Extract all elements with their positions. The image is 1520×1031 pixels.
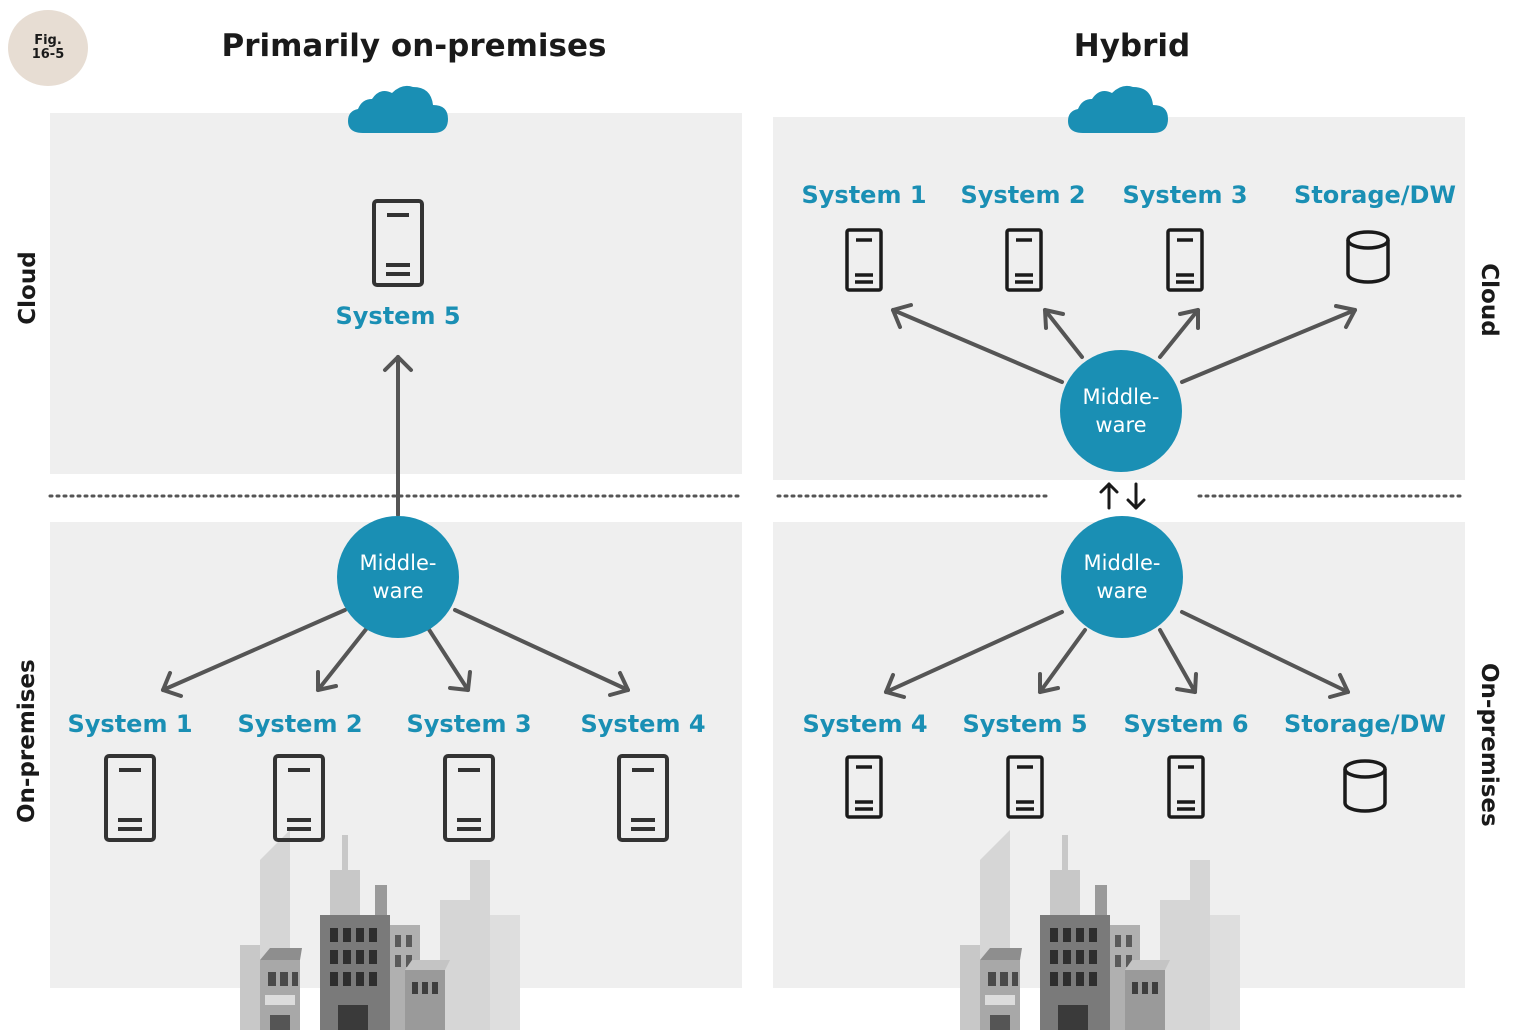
right-onprem-middleware-node: Middle- ware xyxy=(1061,516,1183,638)
bidirectional-arrows xyxy=(1099,482,1146,510)
right-onprem-server-icon-6 xyxy=(1167,755,1205,819)
figure-badge: Fig. 16-5 xyxy=(8,10,88,86)
right-onprem-system-label-5: System 5 xyxy=(962,710,1088,738)
right-onprem-middleware-line2: ware xyxy=(1096,579,1148,603)
right-cloud-middleware-node: Middle- ware xyxy=(1060,350,1182,472)
right-onprem-system-label-6: System 6 xyxy=(1123,710,1249,738)
left-system-label-3: System 3 xyxy=(406,710,532,738)
left-arrow-to-system3 xyxy=(426,626,470,692)
right-zone-onprem-label: On-premises xyxy=(1476,663,1502,827)
right-arrow-to-cloud-system2 xyxy=(1043,308,1084,359)
left-system-label-4: System 4 xyxy=(580,710,706,738)
left-system-label-1: System 1 xyxy=(67,710,193,738)
left-zone-cloud-label: Cloud xyxy=(15,251,41,325)
right-city-buildings-icon xyxy=(960,830,1240,1030)
left-zone-onprem-label: On-premises xyxy=(14,659,40,823)
right-arrow-to-cloud-storage xyxy=(1180,308,1357,384)
right-cloud-system-label-1: System 1 xyxy=(801,181,927,209)
right-cloud-middleware-line1: Middle- xyxy=(1082,384,1160,409)
right-onprem-server-icon-5 xyxy=(1006,755,1044,819)
right-arrow-to-onprem-system4 xyxy=(884,610,1064,694)
right-cloud-database-icon xyxy=(1346,230,1390,284)
left-cloud-icon xyxy=(348,85,448,133)
right-onprem-server-icon-4 xyxy=(845,755,883,819)
left-cloud-server-icon xyxy=(372,199,424,287)
right-title: Hybrid xyxy=(1073,28,1191,64)
right-cloud-icon xyxy=(1068,85,1168,133)
right-onprem-system-label-4: System 4 xyxy=(802,710,928,738)
right-onprem-storage-label: Storage/DW xyxy=(1284,710,1446,738)
right-arrow-to-cloud-system1 xyxy=(891,308,1064,384)
left-middleware-line2: ware xyxy=(372,579,424,603)
right-cloud-system-label-3: System 3 xyxy=(1122,181,1248,209)
right-arrow-to-cloud-system3 xyxy=(1158,308,1200,359)
right-arrow-to-onprem-storage xyxy=(1180,610,1350,694)
left-title: Primarily on-premises xyxy=(221,28,607,64)
left-server-icon-3 xyxy=(443,754,495,842)
left-server-icon-2 xyxy=(273,754,325,842)
left-system-label-2: System 2 xyxy=(237,710,363,738)
right-cloud-server-icon-2 xyxy=(1005,228,1043,292)
left-middleware-line1: Middle- xyxy=(359,550,437,575)
right-onprem-database-icon xyxy=(1343,759,1387,813)
left-arrow-to-system2 xyxy=(316,626,369,692)
right-onprem-middleware-line1: Middle- xyxy=(1083,550,1161,575)
right-arrow-to-onprem-system5 xyxy=(1038,628,1087,694)
left-server-icon-1 xyxy=(104,754,156,842)
right-cloud-system-label-2: System 2 xyxy=(960,181,1086,209)
figure-badge-line1: Fig. xyxy=(34,33,62,49)
left-middleware-node: Middle- ware xyxy=(337,516,459,638)
right-zone-cloud-label: Cloud xyxy=(1476,263,1502,337)
left-cloud-system-label: System 5 xyxy=(335,302,461,330)
left-city-buildings-icon xyxy=(240,830,520,1030)
figure-badge-line2: 16-5 xyxy=(31,47,65,62)
right-cloud-storage-label: Storage/DW xyxy=(1294,181,1456,209)
left-arrow-to-system1 xyxy=(161,608,347,692)
right-cloud-server-icon-1 xyxy=(845,228,883,292)
left-server-icon-4 xyxy=(617,754,669,842)
right-arrow-to-onprem-system6 xyxy=(1158,628,1197,694)
right-cloud-server-icon-3 xyxy=(1166,228,1204,292)
left-arrow-to-system4 xyxy=(453,608,630,692)
right-cloud-middleware-line2: ware xyxy=(1095,413,1147,437)
